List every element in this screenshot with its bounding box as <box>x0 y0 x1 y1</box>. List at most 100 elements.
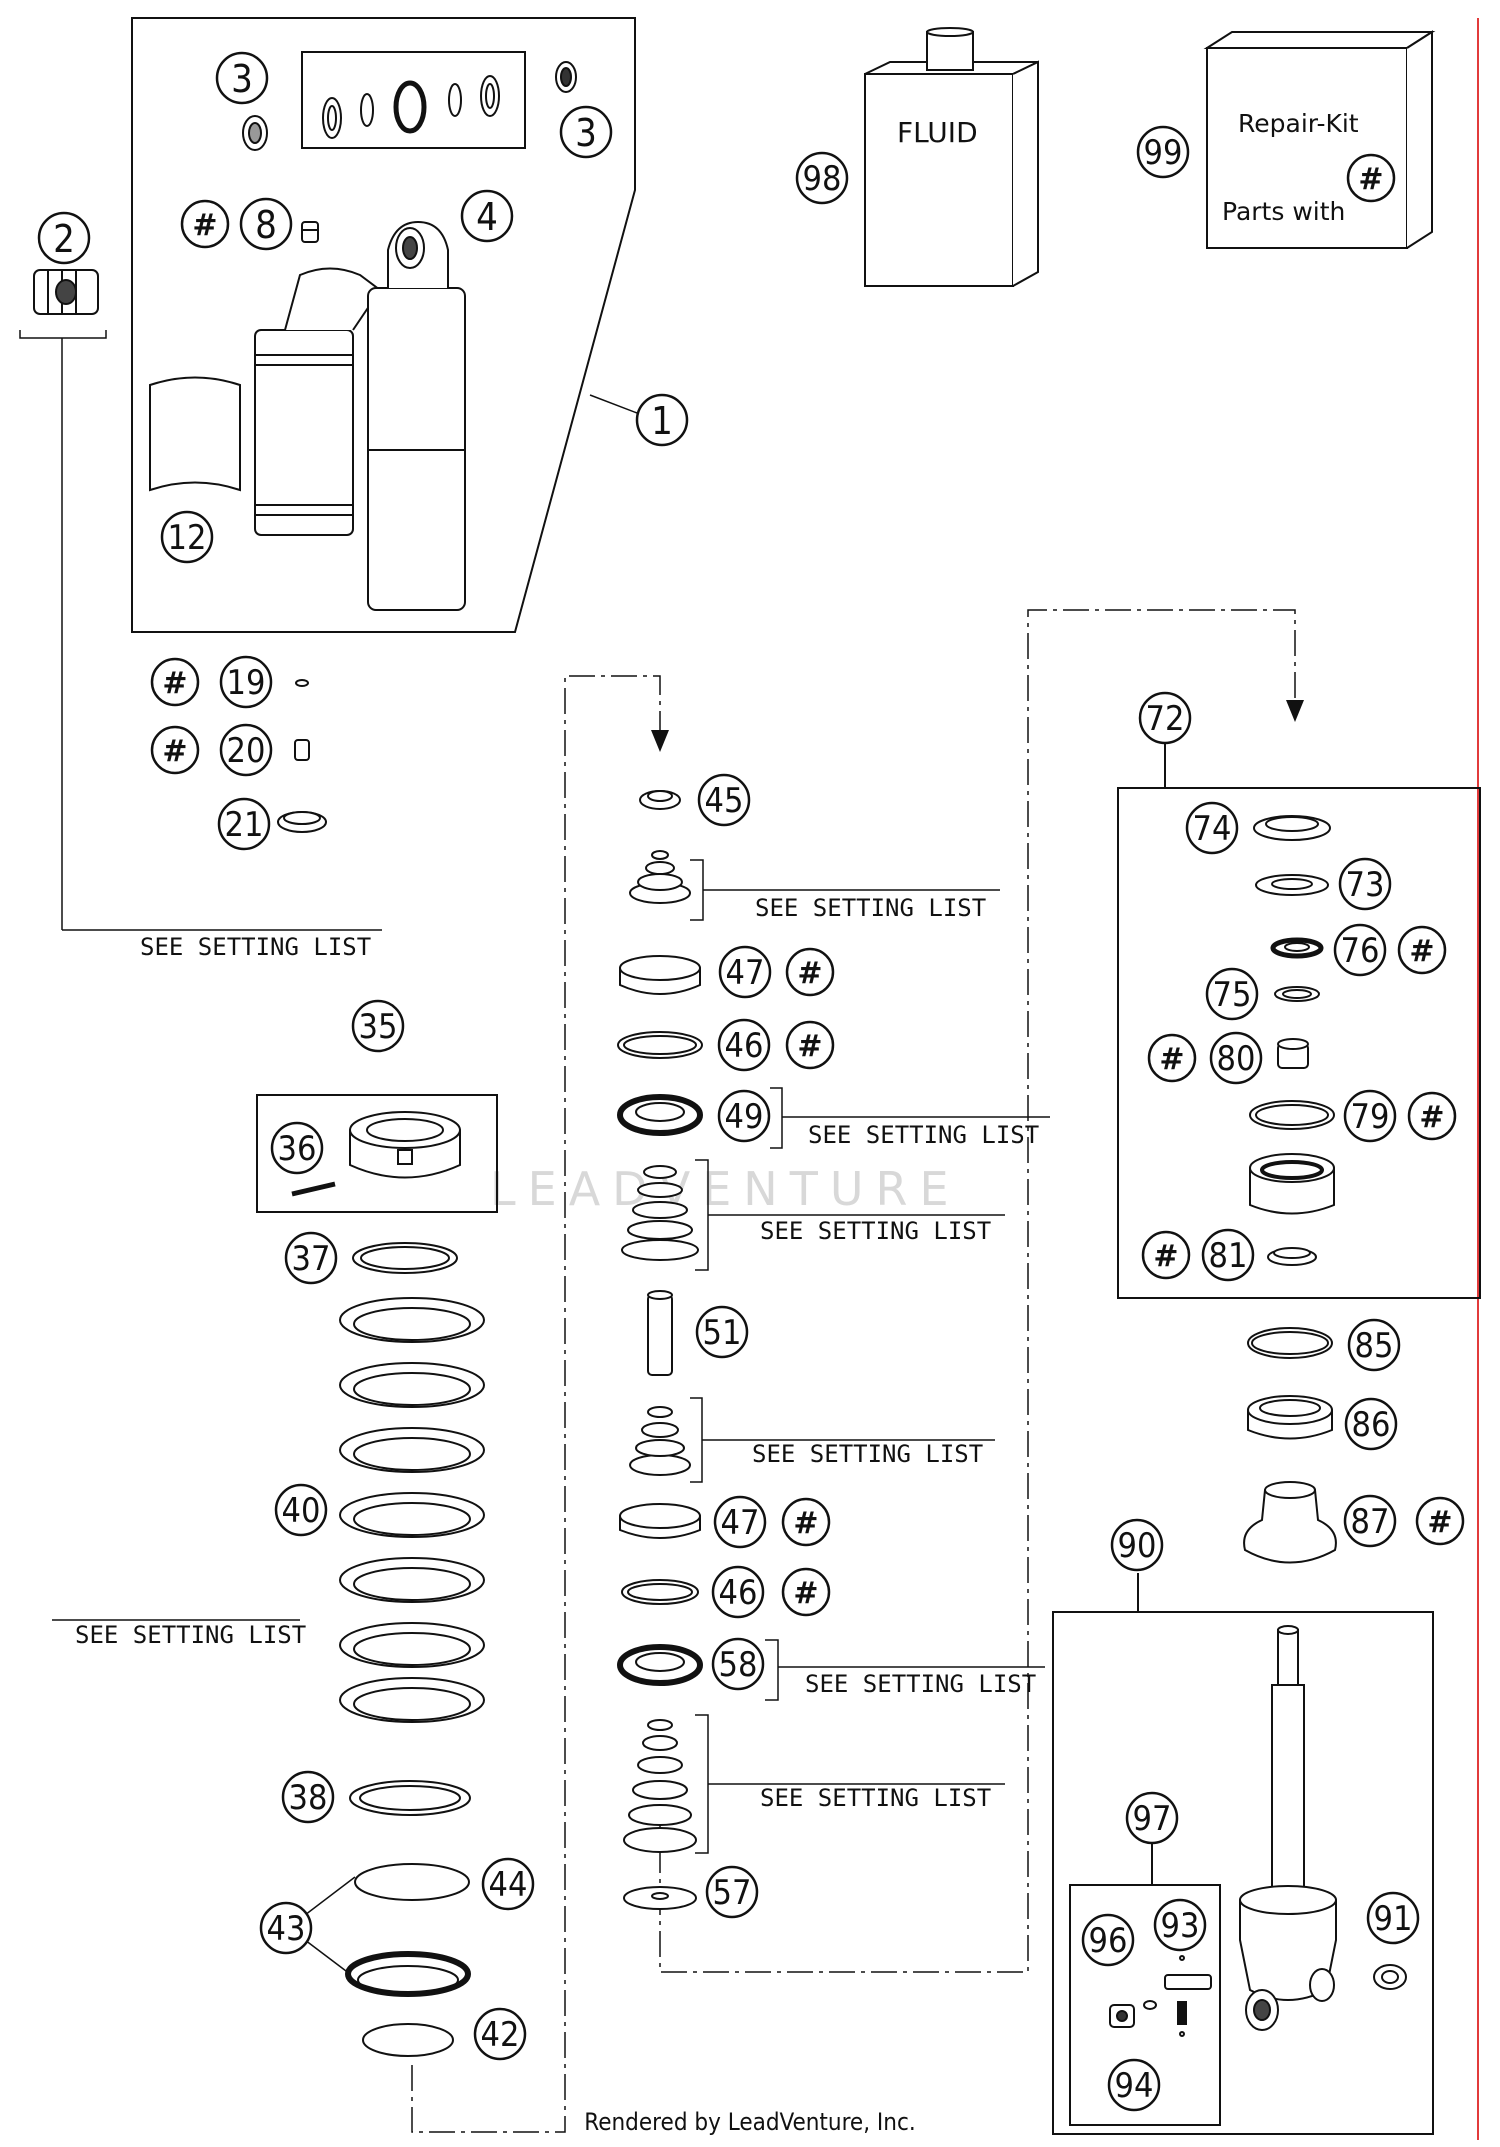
callout-36: 36 <box>270 1121 324 1175</box>
hash-marker-label: # <box>1159 1042 1184 1077</box>
callout-47b-circle <box>713 1495 767 1549</box>
callout-44: 44 <box>481 1857 535 1911</box>
callout-19-label: 19 <box>227 663 266 703</box>
callout-57-circle <box>705 1865 759 1919</box>
callout-96: 96 <box>1081 1913 1135 1967</box>
callout-76-circle <box>1333 923 1387 977</box>
callout-79-circle <box>1343 1089 1397 1143</box>
callout-46b: 46 <box>711 1565 765 1619</box>
spring-washers <box>345 1242 471 2057</box>
callout-8-circle <box>239 197 293 251</box>
callout-1-circle <box>635 393 689 447</box>
callout-57-label: 57 <box>713 1873 752 1913</box>
callout-37-label: 37 <box>292 1239 331 1279</box>
callout-99: 99 <box>1136 125 1190 179</box>
hash-marker-label: # <box>192 208 217 243</box>
repair-kit-marker-46a: # <box>785 1020 835 1070</box>
hash-marker-circle <box>785 947 835 997</box>
callout-87-circle <box>1343 1494 1397 1548</box>
piston-rod-illustration <box>1239 1625 1407 2031</box>
see-setting-list-label: SEE SETTING LIST <box>805 1670 1036 1698</box>
footer-credit: Rendered by LeadVenture, Inc. <box>584 2108 916 2136</box>
repair-kit-marker-parts-with: # <box>1346 153 1396 203</box>
piston-rod-box <box>1052 1611 1434 2135</box>
callout-98-label: 98 <box>803 159 842 199</box>
repair-kit-marker-79: # <box>1407 1091 1457 1141</box>
callout-58-circle <box>711 1637 765 1691</box>
hash-marker-circle <box>1141 1230 1191 1280</box>
callout-12: 12 <box>160 510 214 564</box>
callout-74-circle <box>1185 801 1239 855</box>
callout-86-label: 86 <box>1352 1405 1391 1445</box>
callout-51: 51 <box>695 1305 749 1359</box>
adjuster-box <box>256 1094 498 1213</box>
callout-35-circle <box>351 999 405 1053</box>
hash-marker-circle <box>1407 1091 1457 1141</box>
callout-49-label: 49 <box>725 1097 764 1137</box>
callout-47b-label: 47 <box>721 1503 760 1543</box>
hash-marker-label: # <box>797 956 822 991</box>
see-setting-list-label: SEE SETTING LIST <box>760 1217 991 1245</box>
setting-list-brackets <box>690 859 1050 1854</box>
callout-4-circle <box>460 189 514 243</box>
fluid-label: FLUID <box>897 116 978 149</box>
callout-96-label: 96 <box>1089 1921 1128 1961</box>
repair-kit-marker-76: # <box>1397 925 1447 975</box>
hash-marker-circle <box>1397 925 1447 975</box>
repair-kit-marker-20: # <box>150 725 200 775</box>
callout-93: 93 <box>1153 1898 1207 1952</box>
callout-58-label: 58 <box>719 1645 758 1685</box>
callout-85-label: 85 <box>1355 1326 1394 1366</box>
hash-marker-label: # <box>1409 934 1434 969</box>
seal-head-parts-illustration <box>1249 815 1335 1266</box>
callout-40-label: 40 <box>282 1491 321 1531</box>
callout-98: 98 <box>795 151 849 205</box>
callout-93-label: 93 <box>1161 1906 1200 1946</box>
hash-marker-circle <box>781 1497 831 1547</box>
hash-marker-label: # <box>162 666 187 701</box>
callout-76: 76 <box>1333 923 1387 977</box>
callout-90: 90 <box>1110 1518 1164 1572</box>
valve-2-illustration <box>33 269 99 315</box>
callout-35: 35 <box>351 999 405 1053</box>
callout-79-label: 79 <box>1351 1097 1390 1137</box>
hash-marker-circle <box>785 1020 835 1070</box>
callout-90-circle <box>1110 1518 1164 1572</box>
callout-96-circle <box>1081 1913 1135 1967</box>
repair-kit-marker-87: # <box>1415 1496 1465 1546</box>
callout-51-circle <box>695 1305 749 1359</box>
hash-marker-circle <box>1147 1033 1197 1083</box>
callout-36-label: 36 <box>278 1129 317 1169</box>
callout-87-label: 87 <box>1351 1502 1390 1542</box>
callout-2: 2 <box>37 211 91 265</box>
callout-97: 97 <box>1125 1791 1179 1845</box>
callout-79: 79 <box>1343 1089 1397 1143</box>
see-setting-list-label: SEE SETTING LIST <box>752 1440 983 1468</box>
callout-73: 73 <box>1338 857 1392 911</box>
callout-1: 1 <box>635 393 689 447</box>
hash-marker-label: # <box>793 1506 818 1541</box>
callout-81: 81 <box>1201 1228 1255 1282</box>
callout-73-label: 73 <box>1346 865 1385 905</box>
seal-head-box <box>1117 787 1481 1299</box>
repair-kit-marker-46b: # <box>781 1567 831 1617</box>
see-setting-list-label: SEE SETTING LIST <box>808 1121 1039 1149</box>
callout-81-circle <box>1201 1228 1255 1282</box>
callout-3b-label: 3 <box>575 111 597 155</box>
callout-43: 43 <box>259 1901 313 1955</box>
callout-3b: 3 <box>559 105 613 159</box>
seal-set-illustration <box>322 75 500 139</box>
see-setting-list-label: SEE SETTING LIST <box>755 894 986 922</box>
hash-marker-label: # <box>1427 1505 1452 1540</box>
callout-3a-circle <box>215 51 269 105</box>
callout-3b-circle <box>559 105 613 159</box>
callout-51-label: 51 <box>703 1313 742 1353</box>
callout-2-label: 2 <box>53 217 75 261</box>
shock-assembly-box <box>131 17 636 633</box>
callout-57: 57 <box>705 1865 759 1919</box>
callout-21-label: 21 <box>225 805 264 845</box>
hash-marker-circle <box>150 657 200 707</box>
callout-46a-label: 46 <box>725 1026 764 1066</box>
repair-kit-marker-8: # <box>180 199 230 249</box>
